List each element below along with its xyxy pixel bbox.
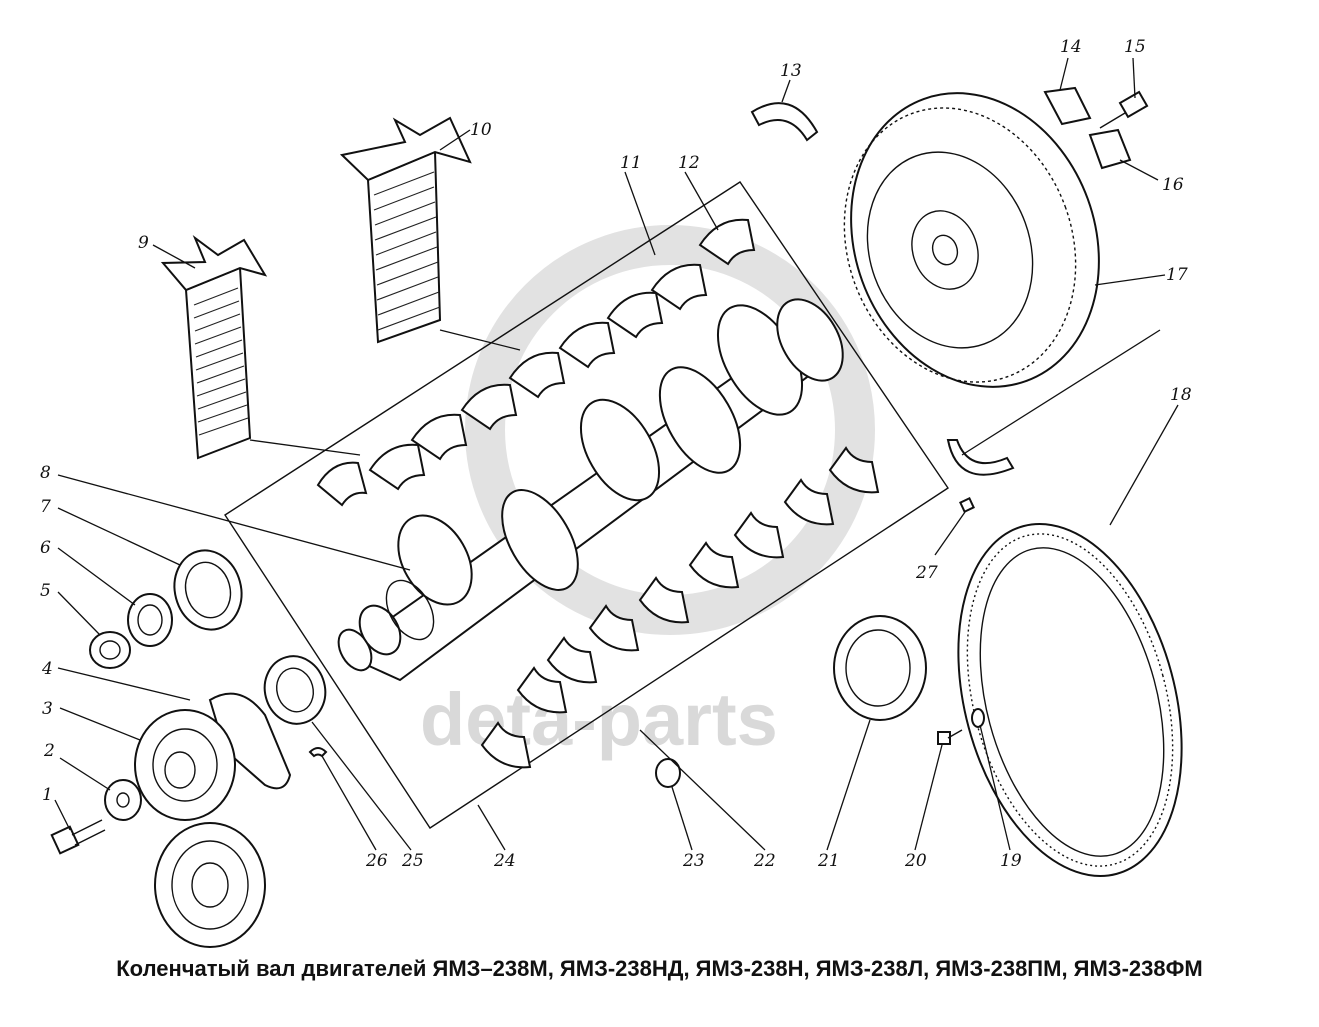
thrust-half-washer-lower <box>946 439 1015 476</box>
nut-5 <box>89 631 131 669</box>
callout-11: 11 <box>620 153 642 173</box>
callout-12: 12 <box>678 153 700 173</box>
bearing-box-small <box>160 235 268 460</box>
callout-9: 9 <box>138 233 149 253</box>
dowel-pin-27 <box>959 497 975 513</box>
callout-21: 21 <box>817 851 840 871</box>
front-seal-7 <box>173 549 243 631</box>
callout-18: 18 <box>1170 385 1192 405</box>
lock-plate-lower <box>1088 128 1132 170</box>
crankshaft <box>337 298 844 682</box>
callout-2: 2 <box>43 741 55 761</box>
bearing-box-large <box>339 116 472 344</box>
lower-bearing-shells <box>480 446 880 769</box>
washer-2 <box>104 779 142 821</box>
callout-10: 10 <box>470 120 492 140</box>
watermark-text: deta-parts <box>420 678 778 761</box>
callout-16: 16 <box>1162 175 1184 195</box>
diagram-caption: Коленчатый вал двигателей ЯМЗ–238М, ЯМЗ-… <box>116 956 1203 981</box>
callout-4: 4 <box>41 659 53 679</box>
callout-5: 5 <box>40 581 51 601</box>
flywheel-bolt <box>1099 90 1149 129</box>
callout-7: 7 <box>40 497 51 517</box>
callout-25: 25 <box>401 851 424 871</box>
counterweight-4 <box>208 692 292 790</box>
callouts: 1 2 3 4 5 6 7 8 9 10 11 12 13 14 15 16 1… <box>40 37 1192 871</box>
upper-bearing-shells <box>316 218 756 507</box>
callout-13: 13 <box>780 61 802 81</box>
crankshaft-gear-25 <box>263 655 327 725</box>
callout-6: 6 <box>40 538 51 558</box>
rear-oil-seal <box>833 615 927 721</box>
kit-boundary-frame <box>224 181 949 829</box>
pulley-3 <box>134 709 236 821</box>
bolt-20 <box>937 729 963 745</box>
lock-plate-upper <box>1043 86 1092 126</box>
lock-washer-6 <box>127 593 173 647</box>
washer-19 <box>971 708 985 728</box>
flywheel <box>843 92 1100 388</box>
thrust-half-washer-upper <box>750 102 819 142</box>
leader-lines <box>54 57 1179 851</box>
callout-8: 8 <box>40 463 51 483</box>
callout-15: 15 <box>1124 37 1146 57</box>
callout-19: 19 <box>1000 851 1022 871</box>
damper-pulley <box>154 822 266 948</box>
callout-20: 20 <box>904 851 927 871</box>
callout-3: 3 <box>42 699 53 719</box>
callout-14: 14 <box>1060 37 1082 57</box>
callout-23: 23 <box>682 851 705 871</box>
callout-17: 17 <box>1166 265 1188 285</box>
callout-27: 27 <box>915 563 938 583</box>
callout-24: 24 <box>493 851 516 871</box>
nut-23 <box>655 758 681 788</box>
callout-22: 22 <box>753 851 776 871</box>
callout-26: 26 <box>365 851 388 871</box>
callout-1: 1 <box>42 785 53 805</box>
ring-gear <box>957 523 1183 877</box>
bolt-1 <box>50 819 106 855</box>
key-26 <box>308 747 328 758</box>
